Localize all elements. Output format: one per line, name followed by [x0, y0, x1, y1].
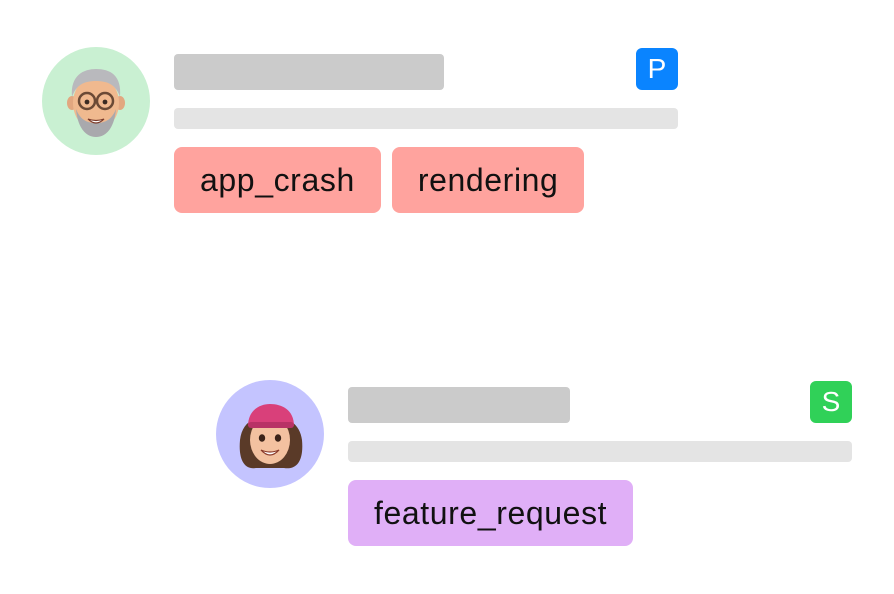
tag-chip[interactable]: feature_request [348, 480, 634, 546]
platform-badge: S [810, 381, 852, 423]
grandpa-memoji-icon [67, 69, 125, 137]
girl-memoji-icon [239, 404, 303, 469]
ticket-card[interactable]: S feature_request [216, 380, 856, 550]
ticket-title-placeholder [174, 54, 444, 90]
ticket-card[interactable]: P app_crash rendering [42, 47, 682, 217]
avatar [216, 380, 324, 488]
tag-chip[interactable]: rendering [391, 147, 585, 213]
tag-chip[interactable]: app_crash [174, 147, 381, 213]
platform-badge: P [636, 48, 678, 90]
tag-list: app_crash rendering [174, 147, 585, 213]
ticket-subtitle-placeholder [174, 108, 678, 129]
ticket-title-placeholder [348, 387, 570, 423]
ticket-subtitle-placeholder [348, 441, 852, 462]
avatar [42, 47, 150, 155]
tag-list: feature_request [348, 480, 634, 546]
